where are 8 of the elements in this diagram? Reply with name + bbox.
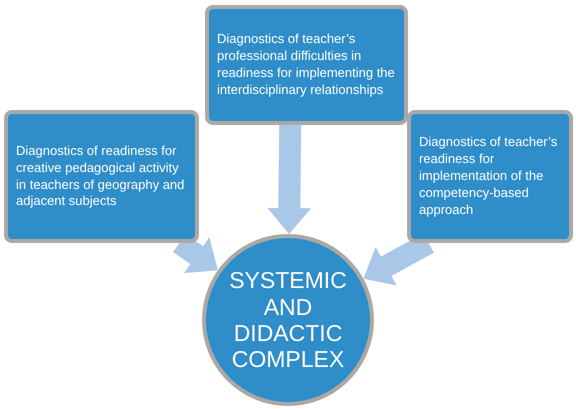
node-label: Diagnostics of teacher’s readiness for implementation of the competency-based approach <box>418 134 558 219</box>
node-label: SYSTEMIC AND DIDACTIC COMPLEX <box>228 267 348 373</box>
process-box <box>407 110 573 243</box>
process-box <box>205 5 408 125</box>
node-label: Diagnostics of teacher’s professional difficulties in readiness for implementing the interdisciplinary relationships <box>216 31 396 99</box>
process-box <box>4 110 199 243</box>
arrow <box>267 124 312 234</box>
node-label: Diagnostics of readiness for creative pedagogical activity in teachers of geography and adjacent subjects <box>15 142 186 210</box>
